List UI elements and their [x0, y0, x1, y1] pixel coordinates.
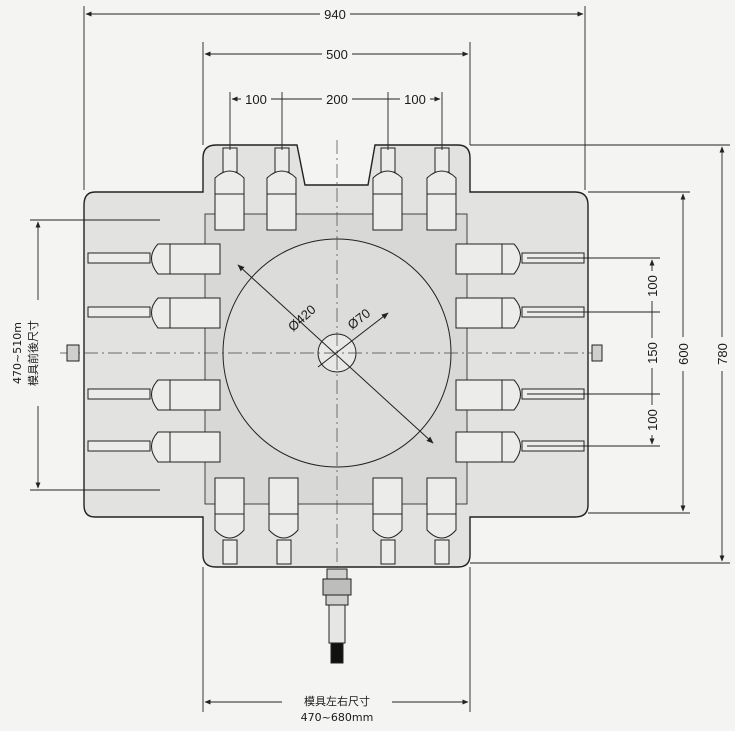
hydraulic-fitting-icon [322, 568, 352, 664]
label-inner-height: 600 [676, 343, 691, 365]
right-fitting-icon [591, 344, 603, 362]
clamp-icon [426, 147, 457, 231]
label-right-pitch-top: 100 [645, 275, 660, 297]
clamp-icon [372, 477, 403, 565]
clamp-icon [214, 147, 245, 231]
clamp-group-top [214, 147, 457, 231]
label-inner-width: 500 [326, 47, 348, 62]
clamp-icon [426, 477, 457, 565]
label-bottom-range: 470~680mm [301, 711, 374, 724]
label-left-range: 470~510m [11, 322, 24, 384]
clamp-icon [87, 379, 221, 411]
clamp-group-left [87, 243, 221, 463]
clamp-icon [266, 147, 297, 231]
label-right-pitch-bottom: 100 [645, 409, 660, 431]
clamp-icon [87, 431, 221, 463]
diameter-leader-70 [317, 312, 389, 368]
label-overall-width: 940 [324, 7, 346, 22]
label-bottom-caption: 模具左右尺寸 [304, 694, 370, 708]
label-left-caption: 模具前後尺寸 [26, 320, 40, 386]
left-fitting-icon [66, 344, 80, 362]
label-overall-height: 780 [715, 343, 730, 365]
clamp-icon [268, 477, 299, 565]
label-clamp-gap-center: 200 [326, 92, 348, 107]
clamp-icon [87, 297, 221, 329]
label-right-pitch-mid: 150 [645, 342, 660, 364]
clamp-group-bottom [214, 477, 457, 565]
label-clamp-pitch-right: 100 [404, 92, 426, 107]
clamp-icon [214, 477, 245, 565]
label-clamp-pitch-left: 100 [245, 92, 267, 107]
clamp-icon [87, 243, 221, 275]
